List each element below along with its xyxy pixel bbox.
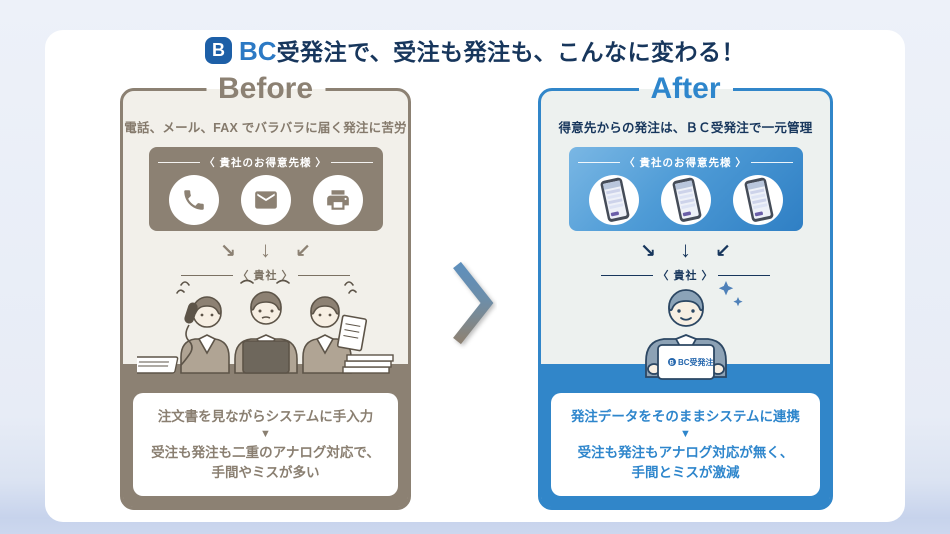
before-bottom-band: 注文書を見ながらシステムに手入力 ▼ 受注も発注も二重のアナログ対応で、 手間や… xyxy=(123,364,408,507)
before-result-box: 注文書を見ながらシステムに手入力 ▼ 受注も発注も二重のアナログ対応で、 手間や… xyxy=(133,393,398,496)
label-line-left xyxy=(578,162,621,163)
fax-icon xyxy=(312,175,363,225)
label-line-right xyxy=(297,274,350,276)
after-customers-box: 〈 貴社のお得意先様 〉 xyxy=(568,147,803,231)
label-line-right xyxy=(750,162,793,163)
down-right-arrow-icon: ↘ xyxy=(220,241,236,262)
smartphone-icon xyxy=(660,175,711,225)
before-result-line1: 注文書を見ながらシステムに手入力 xyxy=(157,409,374,424)
tagline: で、受注も発注も、こんなに変わる！ xyxy=(347,39,745,65)
before-customers-label: 〈 貴社のお得意先様 〉 xyxy=(149,155,383,170)
product-name: 受発注 xyxy=(276,39,348,65)
label-line-right xyxy=(717,274,770,276)
after-result-line2: 受注も発注もアナログ対応が無く、 xyxy=(577,444,794,460)
sparkle-icon xyxy=(718,281,743,307)
label-line-left xyxy=(181,274,234,276)
after-company-label-text: 〈 貴社 〉 xyxy=(657,270,714,282)
down-left-arrow-icon: ↙ xyxy=(715,241,731,262)
label-line-right xyxy=(330,162,373,163)
down-left-arrow-icon: ↙ xyxy=(295,241,311,262)
svg-text:B: B xyxy=(669,361,674,367)
triangle-separator-icon: ▼ xyxy=(260,428,271,441)
smartphone-icon xyxy=(732,175,783,225)
after-result-box: 発注データをそのままシステムに連携 ▼ 受注も発注もアナログ対応が無く、 手間と… xyxy=(551,393,820,496)
mail-icon xyxy=(240,175,291,225)
after-bottom-band: 発注データをそのままシステムに連携 ▼ 受注も発注もアナログ対応が無く、 手間と… xyxy=(541,364,830,507)
laptop-logo-text: BC受発注 xyxy=(678,357,714,367)
smartphone-icon xyxy=(588,175,639,225)
before-illustration xyxy=(123,277,408,381)
before-panel: Before 電話、メール、FAX でバラバラに届く発注に苦労 〈 貴社のお得意… xyxy=(120,70,411,510)
before-customers-box: 〈 貴社のお得意先様 〉 xyxy=(148,147,383,231)
bc-logo-glyph: B xyxy=(212,40,226,60)
down-right-arrow-icon: ↘ xyxy=(640,241,656,262)
after-channel-icons xyxy=(569,175,803,225)
after-panel: After 得意先からの発注は、ＢＣ受発注で一元管理 〈 貴社のお得意先様 〉 xyxy=(538,70,833,510)
down-arrow-icon: ↓ xyxy=(260,237,271,262)
after-subtitle: 得意先からの発注は、ＢＣ受発注で一元管理 xyxy=(558,121,813,135)
after-result-line1: 発注データをそのままシステムに連携 xyxy=(570,409,801,424)
page-title: B BC受発注で、受注も発注も、こんなに変わる！ xyxy=(0,33,950,67)
after-illustration: B BC受発注 xyxy=(541,277,830,381)
before-panel-title: Before xyxy=(205,70,326,108)
label-line-left xyxy=(601,274,654,276)
after-customers-label: 〈 貴社のお得意先様 〉 xyxy=(569,155,803,170)
down-arrow-icon: ↓ xyxy=(680,237,691,262)
chevron-icon xyxy=(453,261,494,345)
before-channel-icons xyxy=(149,175,383,225)
before-subtitle: 電話、メール、FAX でバラバラに届く発注に苦労 xyxy=(124,121,407,135)
before-company-label-text: 〈 貴社 〉 xyxy=(237,270,294,282)
laptop-logo: B BC受発注 xyxy=(667,357,714,367)
phone-icon xyxy=(168,175,219,225)
brand-name: BC xyxy=(239,36,277,66)
after-company-label: 〈 貴社 〉 xyxy=(541,267,830,283)
bc-logo-icon: B xyxy=(205,36,233,64)
before-result-line2: 受注も発注も二重のアナログ対応で、 xyxy=(151,444,380,460)
after-customers-label-text: 〈 貴社のお得意先様 〉 xyxy=(624,157,747,169)
label-line-left xyxy=(158,162,201,163)
after-panel-title: After xyxy=(638,70,733,108)
before-customers-label-text: 〈 貴社のお得意先様 〉 xyxy=(204,157,327,169)
page-title-text: BC受発注で、受注も発注も、こんなに変わる！ xyxy=(239,33,745,67)
before-result-line3: 手間やミスが多い xyxy=(211,464,320,480)
before-arrows: ↘ ↓ ↙ xyxy=(123,237,408,267)
triangle-separator-icon: ▼ xyxy=(680,428,691,441)
before-company-label: 〈 貴社 〉 xyxy=(123,267,408,283)
after-result-line3: 手間とミスが激減 xyxy=(631,464,740,480)
after-arrows: ↘ ↓ ↙ xyxy=(541,237,830,267)
